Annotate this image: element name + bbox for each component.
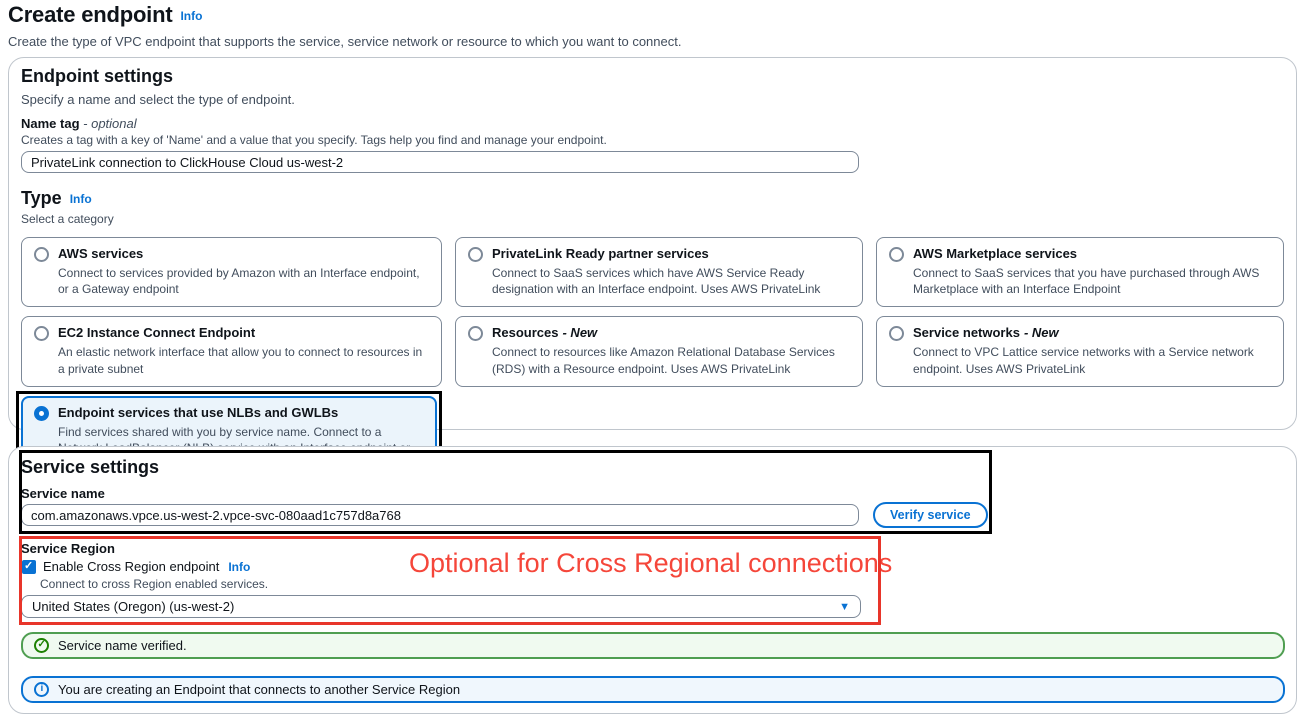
service-settings-title: Service settings bbox=[21, 457, 160, 477]
type-section-description: Select a category bbox=[21, 212, 114, 226]
checkbox-checked-icon[interactable] bbox=[22, 559, 36, 574]
radio-unchecked-icon[interactable] bbox=[468, 247, 483, 262]
type-option-privatelink-partner[interactable]: PrivateLink Ready partner services Conne… bbox=[455, 237, 863, 308]
type-option-resources[interactable]: Resources- New Connect to resources like… bbox=[455, 316, 863, 387]
service-name-input[interactable] bbox=[21, 504, 859, 526]
type-info-link[interactable]: Info bbox=[69, 192, 92, 206]
endpoint-settings-description: Specify a name and select the type of en… bbox=[21, 92, 295, 107]
name-tag-input[interactable] bbox=[21, 151, 859, 173]
red-annotation-text: Optional for Cross Regional connections bbox=[409, 548, 893, 578]
radio-checked-icon[interactable] bbox=[34, 405, 49, 421]
type-option-marketplace[interactable]: AWS Marketplace services Connect to SaaS… bbox=[876, 237, 1284, 308]
service-region-label: Service Region bbox=[21, 541, 115, 556]
service-name-label: Service name bbox=[21, 486, 105, 501]
enable-cross-region-label: Enable Cross Region endpoint bbox=[43, 559, 220, 574]
type-options-grid: AWS services Connect to services provide… bbox=[16, 237, 1284, 504]
info-circle-icon bbox=[34, 682, 49, 697]
name-tag-help: Creates a tag with a key of 'Name' and a… bbox=[21, 133, 607, 147]
new-badge: - New bbox=[562, 325, 598, 341]
radio-unchecked-icon[interactable] bbox=[34, 326, 49, 342]
page-subtitle: Create the type of VPC endpoint that sup… bbox=[8, 34, 682, 49]
verify-service-button[interactable]: Verify service bbox=[873, 502, 988, 528]
success-banner-text: Service name verified. bbox=[58, 638, 187, 653]
new-badge: - New bbox=[1023, 325, 1059, 341]
region-select[interactable]: United States (Oregon) (us-west-2) ▼ bbox=[21, 595, 861, 618]
endpoint-settings-card: Endpoint settings Specify a name and sel… bbox=[8, 57, 1297, 504]
type-option-service-networks[interactable]: Service networks- New Connect to VPC Lat… bbox=[876, 316, 1284, 387]
endpoint-settings-title: Endpoint settings bbox=[21, 66, 173, 86]
region-select-value: United States (Oregon) (us-west-2) bbox=[32, 599, 235, 614]
type-option-ec2-instance-connect[interactable]: EC2 Instance Connect Endpoint An elastic… bbox=[21, 316, 442, 387]
success-banner: Service name verified. bbox=[21, 632, 1285, 659]
service-settings-card: Service settings Service name Verify ser… bbox=[8, 446, 1297, 714]
name-tag-optional: - optional bbox=[83, 116, 137, 131]
radio-unchecked-icon[interactable] bbox=[889, 326, 904, 342]
radio-unchecked-icon[interactable] bbox=[889, 247, 904, 262]
page-title: Create endpoint bbox=[8, 2, 173, 27]
info-banner: You are creating an Endpoint that connec… bbox=[21, 676, 1285, 703]
info-banner-text: You are creating an Endpoint that connec… bbox=[58, 682, 461, 697]
name-tag-label: Name tag - optional bbox=[21, 116, 137, 131]
radio-unchecked-icon[interactable] bbox=[468, 326, 483, 342]
cross-region-info-link[interactable]: Info bbox=[228, 559, 251, 574]
success-check-icon bbox=[34, 638, 49, 653]
cross-region-help: Connect to cross Region enabled services… bbox=[40, 577, 269, 591]
chevron-down-icon: ▼ bbox=[839, 600, 850, 613]
page-title-info-link[interactable]: Info bbox=[180, 9, 203, 23]
radio-unchecked-icon[interactable] bbox=[34, 247, 49, 262]
enable-cross-region-row: Enable Cross Region endpoint Info bbox=[22, 559, 250, 574]
type-option-aws-services[interactable]: AWS services Connect to services provide… bbox=[21, 237, 442, 308]
page-header: Create endpoint Info Create the type of V… bbox=[8, 2, 681, 49]
